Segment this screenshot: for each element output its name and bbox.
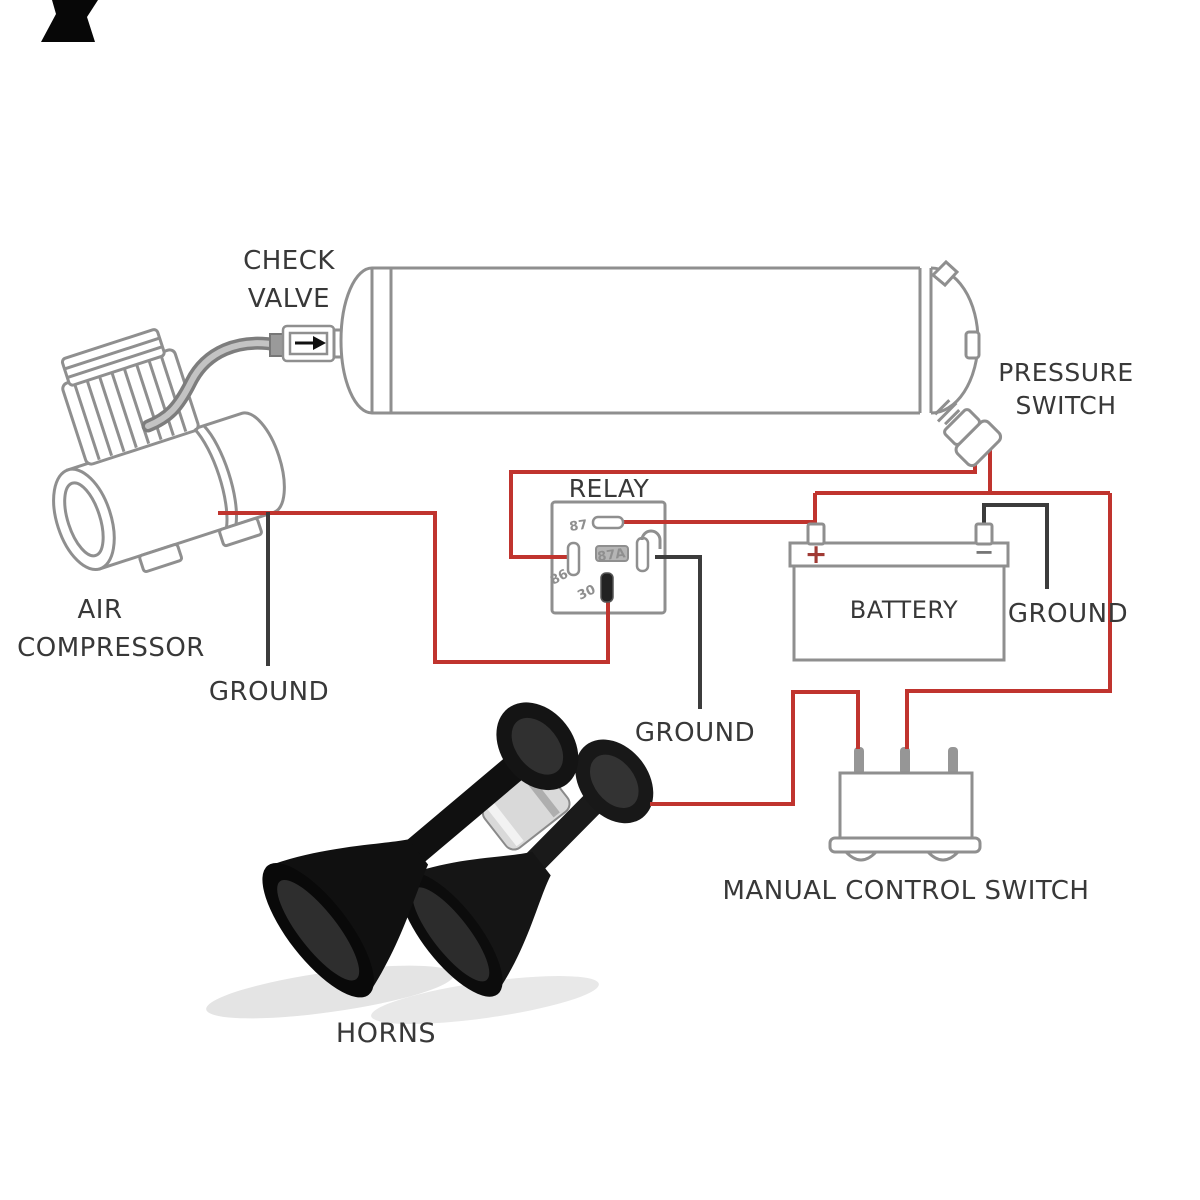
wire-compressor-to-relay-30 [218,511,610,664]
relay-terminal-30 [600,572,614,603]
wire-switch-to-horns [650,690,860,806]
check-valve-drawing [269,324,349,363]
battery-posts: + − [805,522,994,570]
ground-wires [266,503,1049,709]
relay-terminal-87 [591,515,625,530]
air-compressor-drawing [52,328,286,574]
check-valve-label-line2: VALVE [247,284,331,314]
horns-drawing [262,702,654,998]
battery-minus-symbol: − [974,538,994,566]
flow-arrow-icon [313,336,326,350]
relay-pins: 87 86 87A 30 [548,515,662,604]
battery-ground-label: GROUND [1007,599,1129,629]
wire-relay-85-ground [655,555,702,709]
wire-pressure-switch-battery-switch [813,447,1112,749]
horns-label: HORNS [335,1018,437,1049]
air-hose [141,336,284,433]
check-valve-label-line1: CHECK [243,246,335,276]
wire-battery-minus-ground [982,503,1049,589]
relay-pin-87-label: 87 [568,518,588,535]
pressure-switch-label-line1: PRESSURE [998,358,1134,387]
battery-plus-post [806,522,826,546]
relay-label: RELAY [568,474,650,503]
battery-label: BATTERY [849,596,959,624]
relay-terminal-87a [595,545,629,562]
relay-pin-30-label: 30 [575,582,598,603]
horns-shadow [206,965,599,1024]
relay-ground-label: GROUND [634,718,756,748]
relay-pin-87a-label: 87A [596,546,626,565]
corner-mark [41,0,98,42]
relay-terminal-85-hook [640,529,662,549]
pressure-switch-label-line2: SWITCH [1015,391,1117,420]
relay-terminal-86 [566,541,581,577]
battery-minus-post [974,522,994,546]
air-tank-drawing [339,259,981,415]
compressor-ground-label: GROUND [208,677,330,707]
relay-terminal-85 [635,536,650,573]
air-compressor-label-line2: COMPRESSOR [17,633,205,663]
pressure-switch-drawing [934,399,1003,468]
battery-drawing [788,541,1010,662]
manual-switch-drawing [828,747,982,862]
battery-plus-symbol: + [805,539,828,570]
manual-switch-label: MANUAL CONTROL SWITCH [722,876,1090,906]
air-compressor-label-line1: AIR [77,595,123,625]
